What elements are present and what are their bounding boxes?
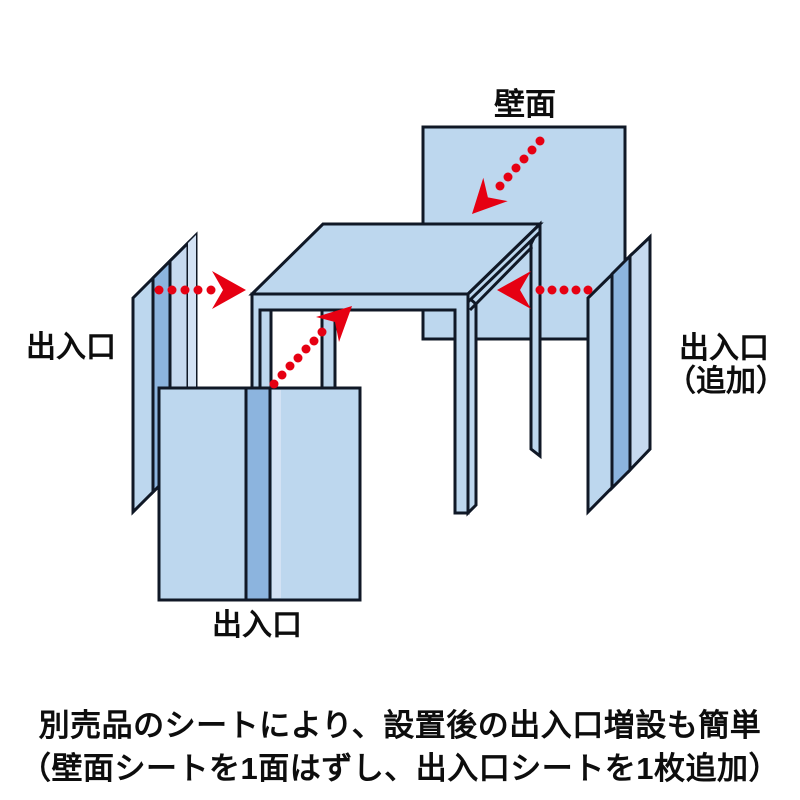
wall-arrow	[472, 136, 545, 214]
caption-line-2: （壁面シートを1面はずし、出入口シートを1枚追加）	[20, 751, 780, 786]
arrows	[154, 136, 593, 389]
right-door-sheet-stripe	[610, 252, 632, 492]
wall-label: 壁面	[494, 87, 556, 122]
front-entrance-label: 出入口	[212, 609, 302, 642]
wall-arrow-head	[472, 177, 508, 214]
front-door-sheet-highlight	[272, 390, 281, 598]
caption-line-1: 別売品のシートにより、設置後の出入口増設も簡単	[38, 708, 762, 743]
front-door-sheet	[157, 386, 362, 602]
left-arrow-head	[212, 271, 246, 309]
front-door-sheet-stripe	[244, 386, 272, 602]
right-door-sheet-mid	[628, 233, 652, 474]
table-edge-right	[466, 220, 542, 306]
table-leg-back-right	[529, 225, 542, 460]
right-arrow-head	[497, 271, 531, 309]
left-arrow	[154, 271, 246, 309]
right-entrance-label-line2: （追加）	[666, 365, 786, 398]
front-arrow-head	[316, 306, 352, 342]
table-frame	[248, 220, 544, 517]
diagram-canvas	[131, 125, 652, 602]
front-arrow	[269, 306, 352, 389]
right-door-sheet	[586, 233, 652, 516]
right-arrow	[497, 271, 593, 309]
right-entrance-label-line1: 出入口	[679, 332, 769, 365]
left-entrance-label: 出入口	[26, 331, 116, 364]
table-leg-front-left-side	[258, 308, 273, 393]
right-entrance-label: 出入口 （追加）	[666, 332, 786, 398]
table-apron-right-inner-line	[468, 245, 534, 312]
